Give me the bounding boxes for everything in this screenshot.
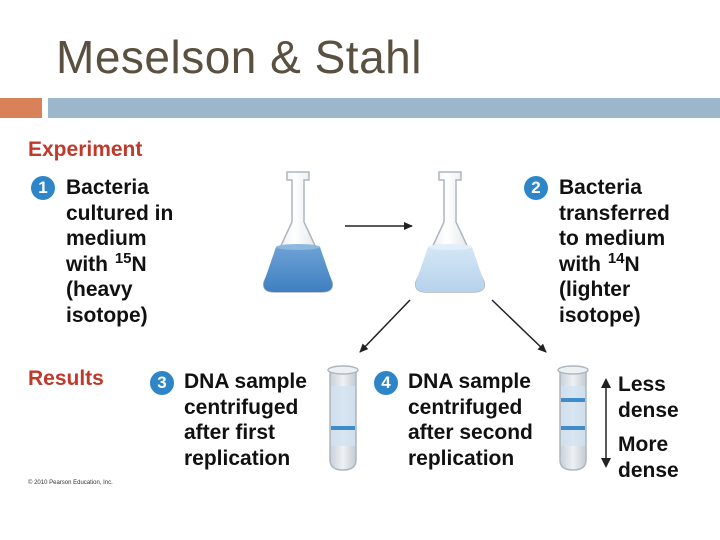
step-2-line: (lighter [559,277,670,303]
step-2-number: 2 [524,176,548,200]
step-3-line: centrifuged [184,395,307,421]
step-2-isotope-symbol: N [625,253,640,276]
step-3-number: 3 [150,371,174,395]
experiment-label: Experiment [28,138,142,162]
arrow-to-result-3 [360,300,410,352]
step-1-line: Bacteria [66,175,173,201]
more-dense-line: More [618,432,679,458]
step-1-with: with [66,253,108,276]
step-1-line: isotope) [66,303,173,329]
copyright-notice: © 2010 Pearson Education, Inc. [28,480,113,486]
step-3-line: replication [184,446,307,472]
step-1-isotope-symbol: N [132,253,147,276]
step-4-line: after second [408,420,533,446]
flask-heavy-medium [264,172,333,292]
step-2-line: to medium [559,226,670,252]
more-dense-line: dense [618,458,679,484]
step-1-number: 1 [31,176,55,200]
flask-light-medium [416,172,485,292]
step-2-with: with [559,253,601,276]
step-4-description: DNA sample centrifuged after second repl… [408,369,533,471]
less-dense-label: Less dense [618,372,679,423]
results-label: Results [28,367,104,391]
dna-band-intermediate [331,426,355,430]
centrifuge-tube-first-replication [328,366,358,470]
less-dense-line: Less [618,372,679,398]
step-2-line: Bacteria [559,175,670,201]
step-2-isotope-mass: 14 [608,250,625,267]
step-4-line: centrifuged [408,395,533,421]
step-4-number: 4 [374,371,398,395]
less-dense-line: dense [618,398,679,424]
step-4-line: replication [408,446,533,472]
step-2-line: transferred [559,201,670,227]
step-3-description: DNA sample centrifuged after first repli… [184,369,307,471]
dna-band-light [561,398,585,402]
more-dense-label: More dense [618,432,679,483]
dna-band-intermediate [561,426,585,430]
step-4-line: DNA sample [408,369,533,395]
centrifuge-tube-second-replication [558,366,588,470]
step-2-isotope-line: with 14N [559,252,670,278]
light-medium-liquid [416,245,485,293]
step-1-line: medium [66,226,173,252]
step-2-line: isotope) [559,303,670,329]
step-1-description: Bacteria cultured in medium with 15N (he… [66,175,173,328]
arrow-to-result-4 [492,300,546,352]
heavy-medium-liquid [264,245,333,293]
step-1-isotope-mass: 15 [115,250,132,267]
step-3-line: after first [184,420,307,446]
step-1-line: cultured in [66,201,173,227]
step-2-description: Bacteria transferred to medium with 14N … [559,175,670,328]
step-3-line: DNA sample [184,369,307,395]
step-1-line: (heavy [66,277,173,303]
step-1-isotope-line: with 15N [66,252,173,278]
